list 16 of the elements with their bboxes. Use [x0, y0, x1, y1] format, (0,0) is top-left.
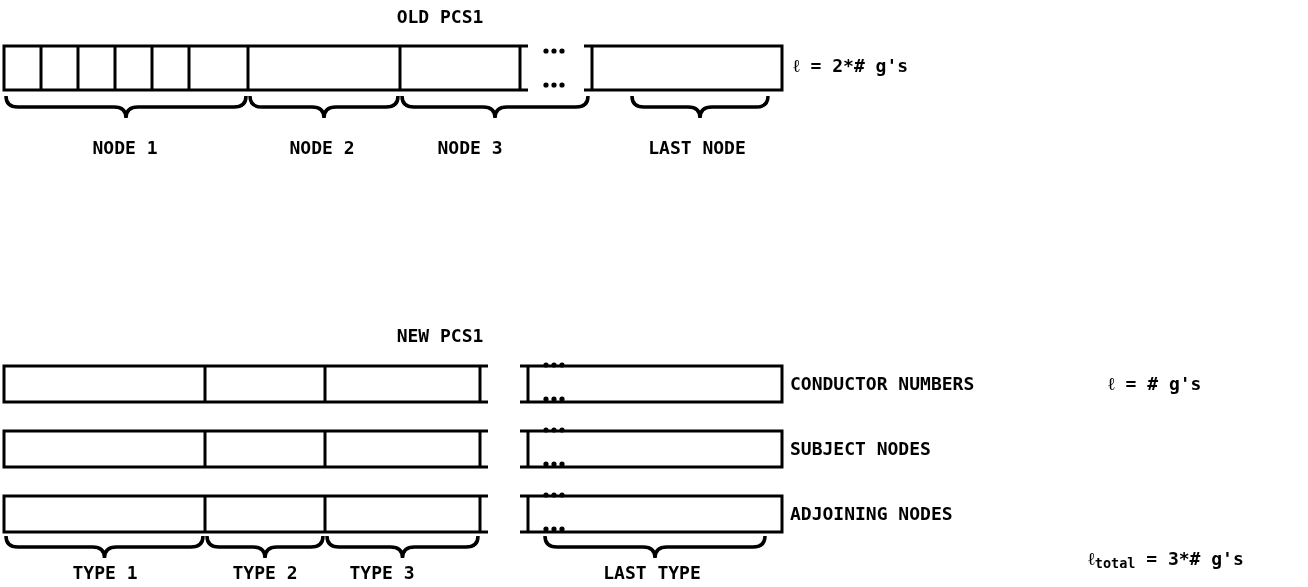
group-label: LAST TYPE	[603, 562, 701, 584]
length-formula: ℓ$_{total}$ = 3*# g's	[1088, 548, 1244, 570]
array-title: OLD PCS1	[396, 6, 484, 28]
group-label: NODE 3	[437, 137, 503, 159]
row-label: CONDUCTOR NUMBERS	[790, 373, 975, 395]
group-label: LAST NODE	[648, 137, 746, 159]
group-label: TYPE 1	[72, 562, 138, 584]
length-formula: ℓ = # g's	[1108, 373, 1202, 395]
array-title: NEW PCS1	[396, 325, 484, 347]
group-label: NODE 1	[92, 137, 158, 159]
group-label: TYPE 3	[349, 562, 415, 584]
length-formula: ℓ = 2*# g's	[793, 55, 909, 77]
group-label: TYPE 2	[232, 562, 298, 584]
row-label: ADJOINING NODES	[790, 503, 953, 525]
row-label: SUBJECT NODES	[790, 438, 931, 460]
group-label: NODE 2	[289, 137, 355, 159]
